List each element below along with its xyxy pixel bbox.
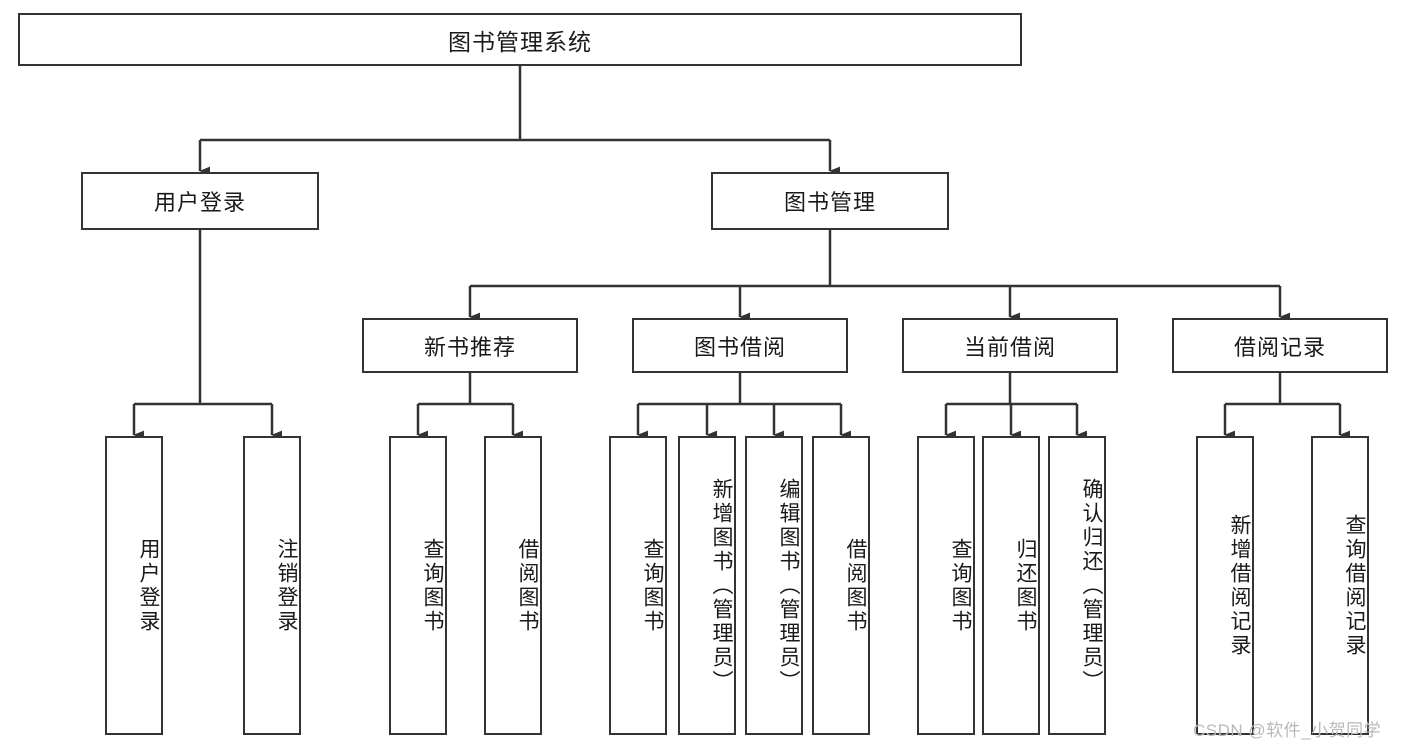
node-user-login[interactable]: 用户登录 — [81, 172, 319, 230]
csdn-watermark: CSDN @软件_小贺同学 — [1193, 721, 1382, 740]
edges — [132, 66, 1351, 440]
leaf-logout[interactable]: 注销登录 — [243, 436, 301, 735]
leaf-edit-book-admin[interactable]: 编辑图书（管理员） — [745, 436, 803, 735]
leaf-user-login[interactable]: 用户登录 — [105, 436, 163, 735]
node-new-book-recommendation[interactable]: 新书推荐 — [362, 318, 578, 373]
node-book-borrowing[interactable]: 图书借阅 — [632, 318, 848, 373]
node-borrow-records[interactable]: 借阅记录 — [1172, 318, 1388, 373]
leaf-query-books-recommend[interactable]: 查询图书 — [389, 436, 447, 735]
node-root[interactable]: 图书管理系统 — [18, 13, 1022, 66]
node-current-borrowing[interactable]: 当前借阅 — [902, 318, 1118, 373]
leaf-query-books-current[interactable]: 查询图书 — [917, 436, 975, 735]
node-book-management[interactable]: 图书管理 — [711, 172, 949, 230]
leaf-add-book-admin[interactable]: 新增图书（管理员） — [678, 436, 736, 735]
leaf-return-books[interactable]: 归还图书 — [982, 436, 1040, 735]
leaf-query-books-borrowing[interactable]: 查询图书 — [609, 436, 667, 735]
leaf-borrow-books-recommend[interactable]: 借阅图书 — [484, 436, 542, 735]
leaf-query-borrow-record[interactable]: 查询借阅记录 — [1311, 436, 1369, 735]
leaf-add-borrow-record[interactable]: 新增借阅记录 — [1196, 436, 1254, 735]
leaf-confirm-return-admin[interactable]: 确认归还（管理员） — [1048, 436, 1106, 735]
leaf-borrow-books-borrowing[interactable]: 借阅图书 — [812, 436, 870, 735]
